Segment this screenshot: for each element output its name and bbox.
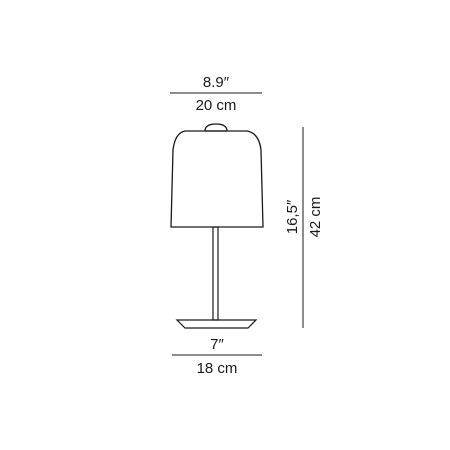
height-imperial-label: 16,5″ xyxy=(284,199,301,234)
base-imperial-label: 7″ xyxy=(210,336,224,353)
lamp-stem xyxy=(212,226,219,321)
lamp-top-knob xyxy=(204,123,228,132)
width-metric-label: 20 cm xyxy=(196,97,237,114)
height-metric-label: 42 cm xyxy=(307,197,324,238)
lamp-shade xyxy=(170,130,264,228)
base-metric-label: 18 cm xyxy=(197,360,238,377)
lamp-base xyxy=(175,319,258,329)
width-imperial-label: 8.9″ xyxy=(203,74,230,91)
